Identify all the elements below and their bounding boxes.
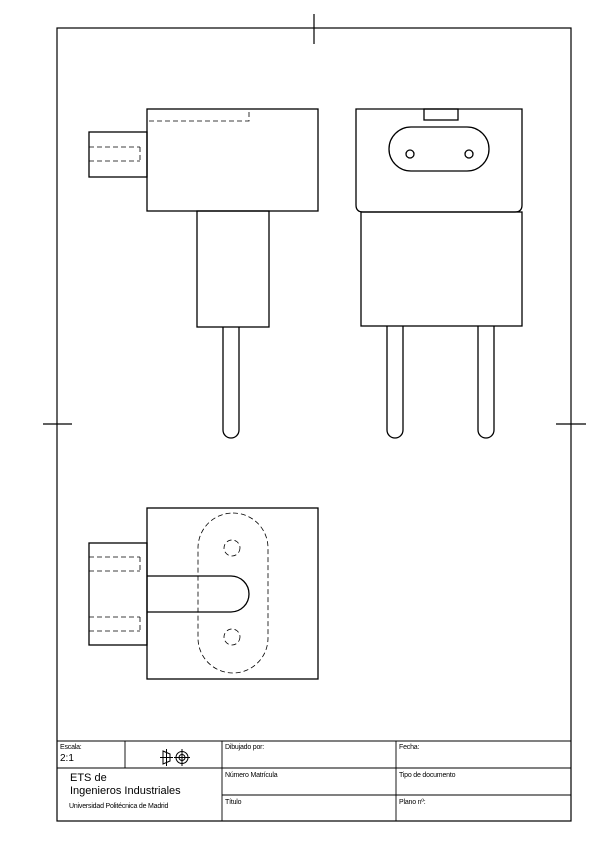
first-angle-projection-icon xyxy=(160,749,190,766)
front-view-hidden-lines xyxy=(89,109,250,162)
scale-value: 2:1 xyxy=(60,753,74,764)
front-view-pin xyxy=(222,327,240,439)
student-number-label: Número Matrícula xyxy=(225,772,278,779)
front-view xyxy=(88,108,319,439)
date-label: Fecha: xyxy=(399,744,420,751)
doc-type-label: Tipo de documento xyxy=(399,772,456,779)
front-view-neck xyxy=(196,210,270,328)
title-label: Título xyxy=(225,799,242,806)
title-block-grid xyxy=(57,740,571,821)
top-view-connector xyxy=(88,542,148,646)
top-view-hidden-lines xyxy=(89,512,269,674)
side-view-hole-left xyxy=(405,149,415,159)
school-name-line2: Ingenieros Industriales xyxy=(70,785,181,797)
drawn-by-label: Dibujado por: xyxy=(225,744,265,751)
front-view-connector xyxy=(88,131,148,178)
top-view xyxy=(88,507,319,680)
top-view-slot xyxy=(147,575,250,613)
side-view-tab xyxy=(423,108,459,121)
scale-label: Escala: xyxy=(60,744,82,751)
side-view-body xyxy=(355,108,523,213)
side-view-hole-right xyxy=(464,149,474,159)
side-view-socket xyxy=(388,126,490,172)
school-name-line1: ETS de xyxy=(70,772,107,784)
sheet-number-label: Plano nº: xyxy=(399,799,426,806)
side-view-neck xyxy=(360,211,523,327)
side-view-pin-left xyxy=(386,326,404,439)
top-view-body xyxy=(146,507,319,680)
side-view-pin-right xyxy=(477,326,495,439)
university-name: Universidad Politécnica de Madrid xyxy=(69,803,169,810)
front-view-body xyxy=(146,108,319,212)
side-view xyxy=(355,108,523,439)
